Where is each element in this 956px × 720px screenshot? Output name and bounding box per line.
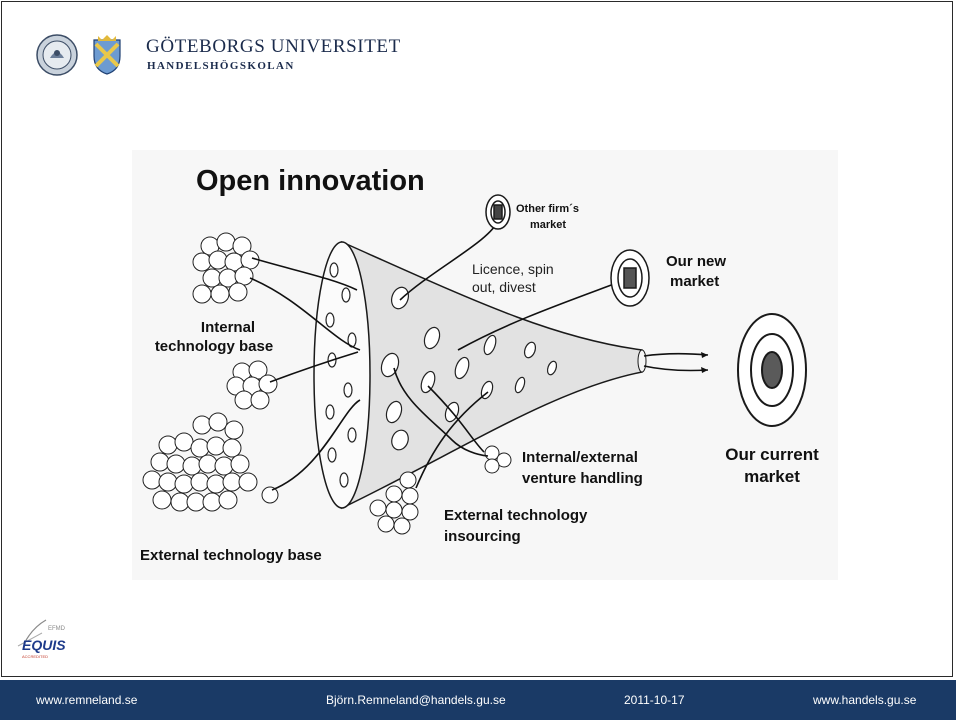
licence-label-2: out, divest: [472, 279, 536, 295]
equis-accredited: ACCREDITED: [22, 654, 48, 659]
university-seal-icon: [36, 34, 78, 76]
new-market-target: [610, 249, 650, 307]
internal-technology-cluster: [192, 232, 260, 304]
internal-base-label-2: technology base: [155, 338, 273, 355]
equis-logo: EFMD EQUIS ACCREDITED: [14, 618, 94, 662]
external-technology-cluster: [142, 412, 279, 512]
footer-website[interactable]: www.remneland.se: [36, 693, 138, 707]
internal-cluster-small: [226, 360, 278, 410]
licence-label-1: Licence, spin: [472, 261, 554, 277]
current-market-target: [737, 313, 807, 427]
other-market-target: [485, 194, 511, 230]
other-market-label-2: market: [530, 219, 566, 231]
equis-name: EQUIS: [22, 637, 66, 653]
internal-base-label-1: Internal: [201, 319, 255, 336]
crest-icon: [93, 35, 121, 75]
insourcing-label-2: insourcing: [444, 528, 521, 545]
current-market-label-1: Our current: [725, 445, 819, 464]
footer-school-site[interactable]: www.handels.gu.se: [813, 693, 917, 707]
school-name: HANDELSHÖGSKOLAN: [147, 60, 295, 72]
open-innovation-diagram: Open innovation: [132, 150, 838, 580]
venture-cluster: [484, 445, 512, 474]
other-market-label-1: Other firm´s: [516, 203, 579, 215]
external-base-label: External technology base: [140, 547, 322, 564]
diagram-title: Open innovation: [196, 165, 425, 197]
footer-bar: www.remneland.se Björn.Remneland@handels…: [0, 680, 956, 720]
insourcing-cluster: [369, 471, 419, 535]
current-market-label-2: market: [744, 467, 800, 486]
venture-label-1: Internal/external: [522, 449, 638, 466]
equis-efmd: EFMD: [48, 626, 66, 632]
new-market-label-1: Our new: [666, 253, 726, 270]
university-name: GÖTEBORGS UNIVERSITET: [146, 36, 401, 57]
new-market-label-2: market: [670, 273, 719, 290]
venture-label-2: venture handling: [522, 470, 643, 487]
footer-email[interactable]: Björn.Remneland@handels.gu.se: [326, 693, 506, 707]
footer-date: 2011-10-17: [624, 693, 685, 707]
insourcing-label-1: External technology: [444, 507, 588, 524]
